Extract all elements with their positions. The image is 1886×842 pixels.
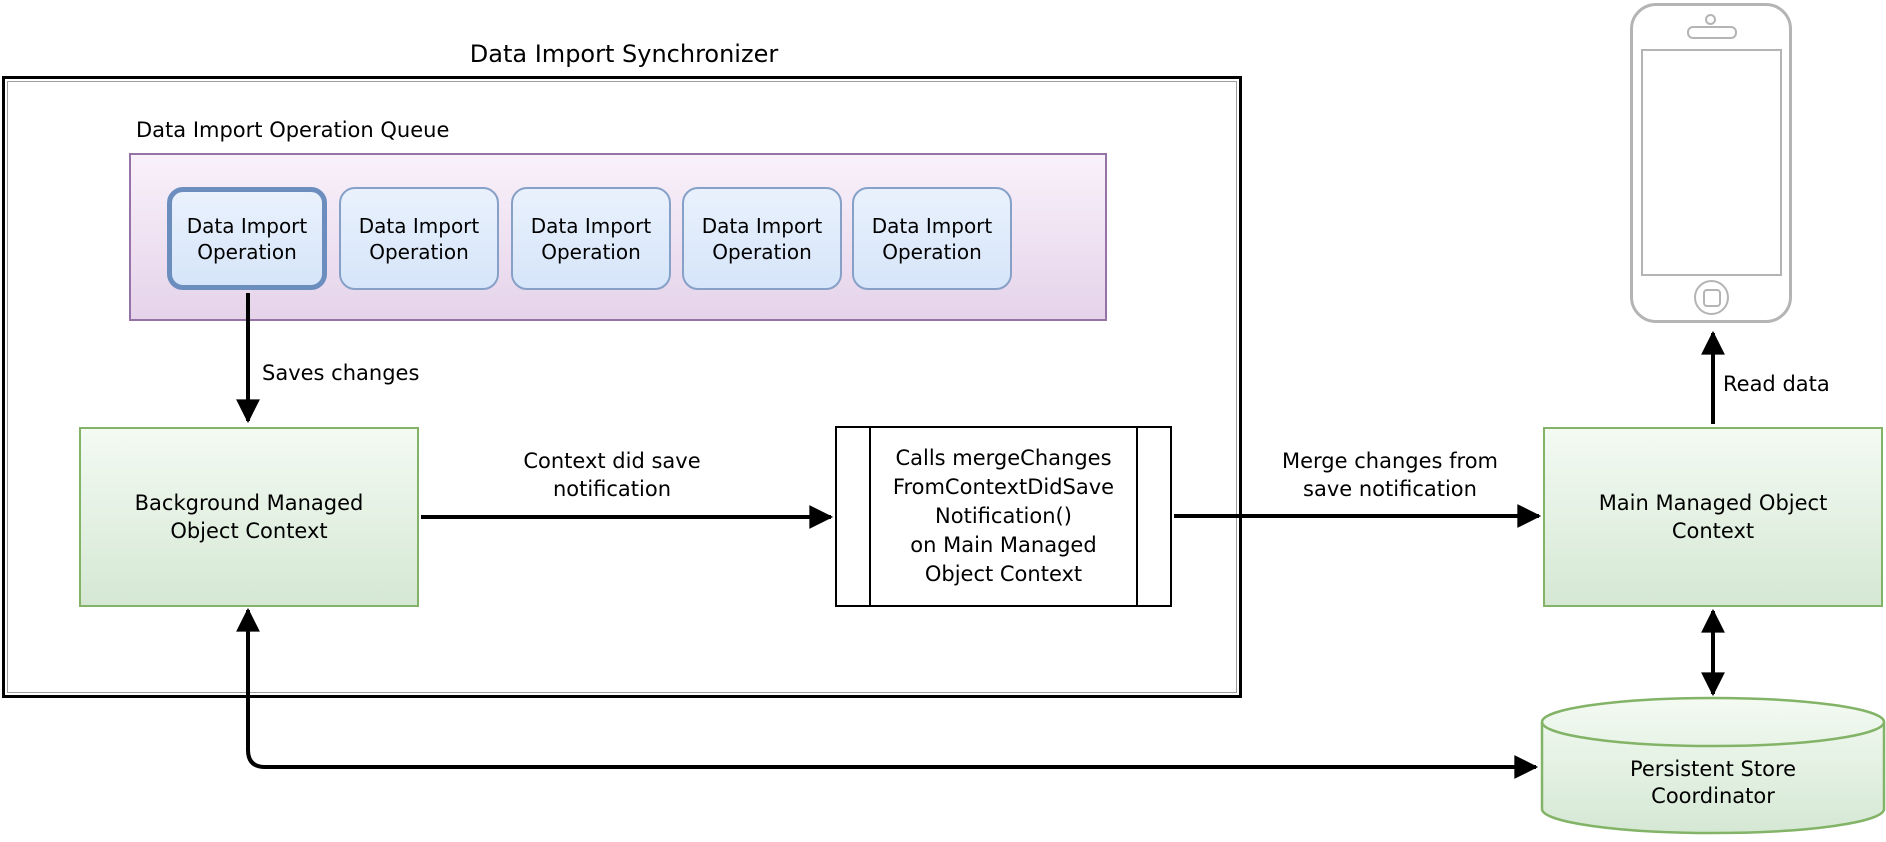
phone-home-button-icon	[1694, 280, 1729, 315]
queue-item-operation-5: Data Import Operation	[852, 187, 1012, 290]
node-label: Background Managed Object Context	[134, 491, 364, 543]
queue-item-label: Data Import Operation	[358, 213, 480, 264]
phone-screen	[1641, 49, 1782, 276]
queue-item-operation-4: Data Import Operation	[682, 187, 842, 290]
edge-label-read-data: Read data	[1723, 372, 1830, 396]
queue-label: Data Import Operation Queue	[136, 118, 450, 142]
node-background-managed-object-context: Background Managed Object Context	[79, 427, 419, 607]
queue-item-operation-2: Data Import Operation	[339, 187, 499, 290]
queue-item-label: Data Import Operation	[186, 213, 308, 264]
queue-item-label: Data Import Operation	[530, 213, 652, 264]
edge-label-saves-changes: Saves changes	[262, 361, 420, 385]
node-label: Calls mergeChanges FromContextDidSave No…	[892, 446, 1115, 586]
node-label: Main Managed Object Context	[1598, 491, 1828, 543]
page-title: Data Import Synchronizer	[469, 40, 779, 68]
node-merge-changes-call: Calls mergeChanges FromContextDidSave No…	[835, 426, 1172, 607]
edge-label-merge-changes: Merge changes from save notification	[1282, 449, 1498, 501]
phone-home-square-icon	[1702, 288, 1721, 307]
node-persistent-store-coordinator: Persistent Store Coordinator	[1629, 757, 1797, 808]
node-main-managed-object-context: Main Managed Object Context	[1543, 427, 1883, 607]
phone-camera-icon	[1705, 14, 1716, 25]
edge-label-context-did-save: Context did save notification	[523, 449, 701, 501]
phone-speaker-icon	[1687, 26, 1737, 39]
queue-item-label: Data Import Operation	[871, 213, 993, 264]
queue-item-label: Data Import Operation	[701, 213, 823, 264]
queue-item-operation-3: Data Import Operation	[511, 187, 671, 290]
iphone-outline-icon	[1630, 3, 1792, 323]
queue-item-operation-1: Data Import Operation	[167, 187, 327, 290]
